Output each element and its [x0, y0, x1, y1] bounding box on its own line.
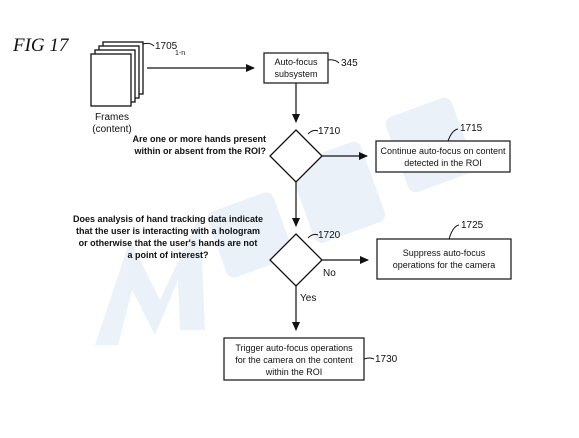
trigger-autofocus-box	[223, 337, 365, 381]
decision2-question-line2: that the user is interacting with a holo…	[76, 226, 260, 236]
decision2-question-line4: a point of interest?	[128, 250, 209, 260]
frames-ref: 1705	[155, 41, 178, 52]
decision1-ref: 1710	[318, 126, 341, 137]
yes-label: Yes	[300, 293, 316, 304]
box1730-line3: within the ROI	[265, 367, 323, 377]
figure-label: FIG 17	[12, 35, 70, 56]
decision2-question-line3: or otherwise that the user's hands are n…	[79, 238, 258, 248]
box1725-line1: Suppress auto-focus	[403, 248, 486, 258]
frames-ref-sub: 1-n	[175, 50, 185, 57]
frames-label-line2: (content)	[92, 124, 131, 135]
box1715-line2: detected in the ROI	[404, 158, 482, 168]
decision1-question-line2: within or absent from the ROI?	[133, 146, 266, 156]
autofocus-ref: 345	[341, 58, 358, 69]
box1730-line1: Trigger auto-focus operations	[235, 343, 353, 353]
frames-stack-icon	[90, 41, 144, 107]
decision2-question-line1: Does analysis of hand tracking data indi…	[73, 214, 263, 224]
suppress-autofocus-box	[376, 238, 512, 280]
autofocus-line2: subsystem	[274, 69, 317, 79]
box1725-ref: 1725	[461, 220, 484, 231]
box1715-ref: 1715	[460, 123, 483, 134]
no-label: No	[323, 268, 336, 279]
frames-label-line1: Frames	[95, 112, 129, 123]
autofocus-line1: Auto-focus	[274, 57, 318, 67]
decision1-question-line1: Are one or more hands present	[132, 134, 266, 144]
decision2-ref: 1720	[318, 230, 341, 241]
box1730-line2: for the camera on the content	[235, 355, 353, 365]
continue-autofocus-box	[375, 140, 511, 173]
box1730-ref: 1730	[375, 354, 398, 365]
box1725-line2: operations for the camera	[393, 260, 496, 270]
box1715-line1: Continue auto-focus on content	[380, 146, 506, 156]
